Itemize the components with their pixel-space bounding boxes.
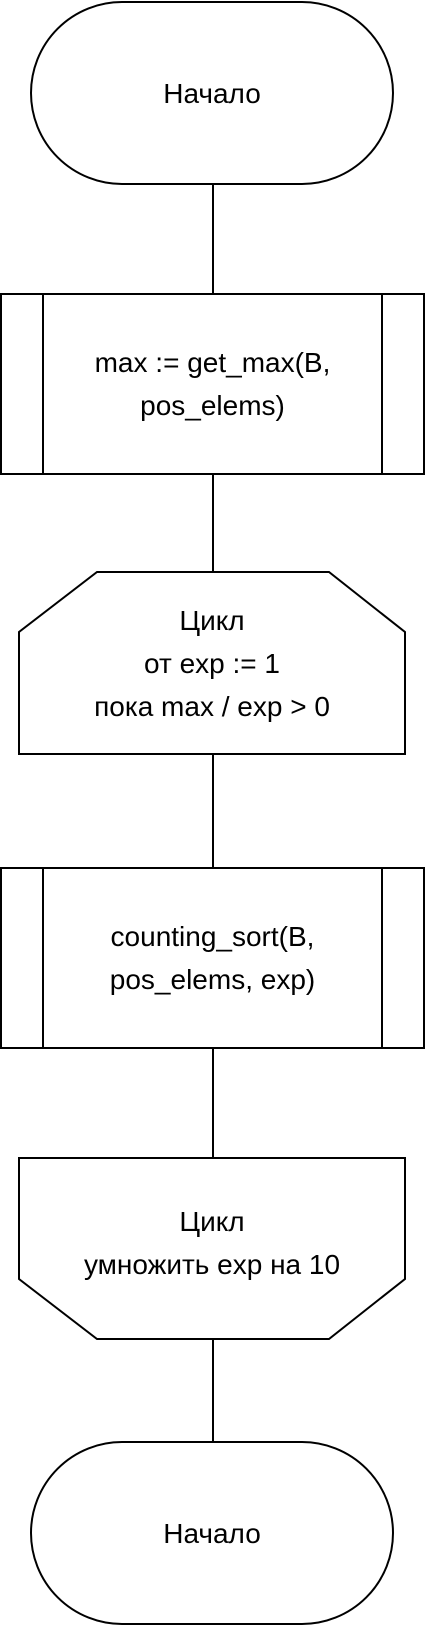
end-label: Начало [163, 1517, 261, 1549]
counting-sort-process [0, 867, 425, 1049]
loop-start-shape [18, 571, 406, 755]
get-max-process [0, 293, 425, 475]
start-terminator [30, 1, 394, 185]
start-label: Начало [163, 77, 261, 109]
end-terminator [30, 1441, 394, 1625]
loop-end-shape [18, 1157, 406, 1340]
get-max-label: max := get_max(B, pos_elems) [94, 347, 331, 421]
counting-sort-label: counting_sort(B, pos_elems, exp) [109, 921, 316, 995]
loop-start-label: Цикл от exp := 1 пока max / exp > 0 [94, 604, 330, 722]
loop-end-label: Цикл умножить exp на 10 [83, 1205, 341, 1280]
